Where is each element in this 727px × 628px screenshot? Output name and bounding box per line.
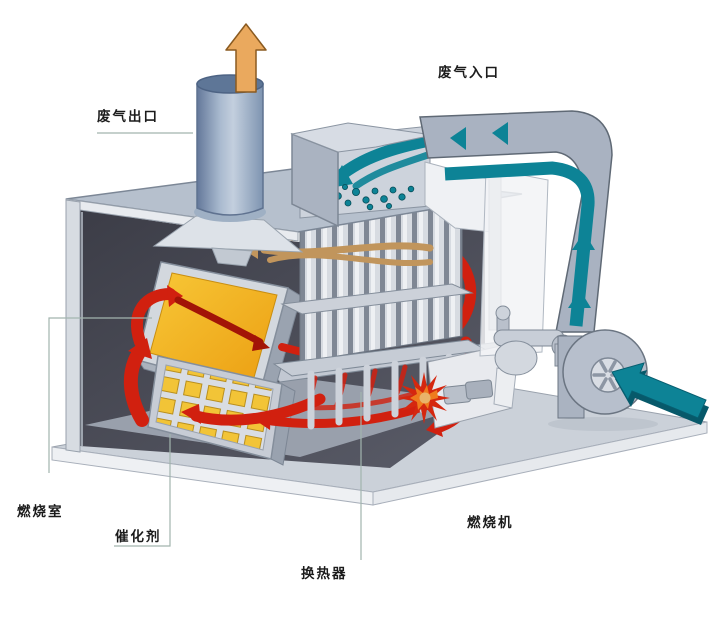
leader-lines bbox=[48, 132, 362, 560]
label-catalyst: 催化剂 bbox=[115, 529, 162, 545]
label-combustion-chamber: 燃烧室 bbox=[17, 504, 64, 520]
label-burner: 燃烧机 bbox=[467, 515, 514, 531]
hot-gas-streak-icon bbox=[174, 296, 270, 351]
burner bbox=[398, 344, 513, 429]
label-exhaust-outlet: 废气出口 bbox=[97, 109, 159, 125]
inlet-flow-chevron-icon bbox=[450, 122, 595, 308]
inlet-duct bbox=[419, 110, 613, 333]
inlet-arrow-icon bbox=[611, 362, 709, 425]
label-heat-exchanger: 换热器 bbox=[301, 566, 348, 582]
burner-flame-icon bbox=[398, 372, 450, 424]
label-exhaust-inlet: 废气入口 bbox=[438, 65, 500, 81]
inlet-box bbox=[290, 122, 438, 228]
chimney bbox=[194, 74, 266, 222]
outlet-arrow-icon bbox=[225, 23, 267, 93]
side-panel bbox=[479, 167, 549, 357]
